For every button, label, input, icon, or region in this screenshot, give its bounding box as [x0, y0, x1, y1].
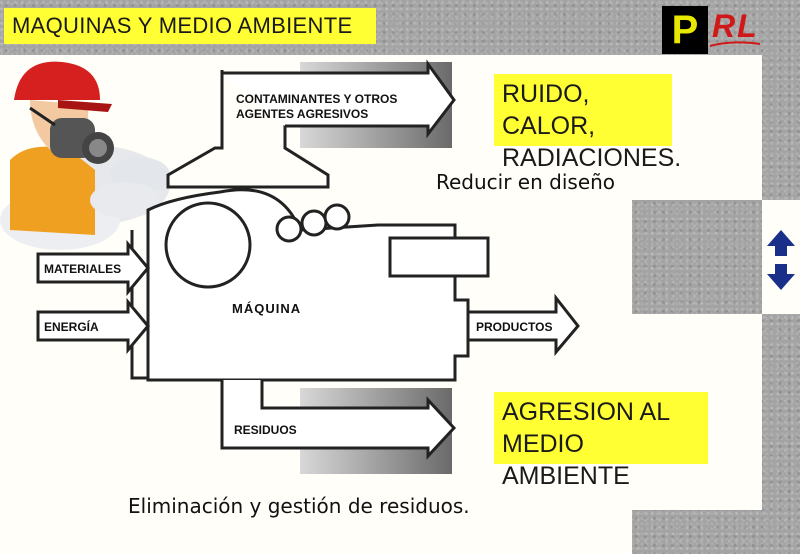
contaminantes-label-line1: CONTAMINANTES Y OTROS: [236, 92, 397, 106]
ruido-calor-callout: RUIDO, CALOR, RADIACIONES.: [494, 74, 681, 172]
contaminantes-label-line2: AGENTES AGRESIVOS: [236, 107, 368, 121]
reducir-en-diseno-note: Reducir en diseño: [436, 170, 616, 194]
logo-p-letter: P: [662, 6, 708, 54]
agresion-callout-line2: MEDIO AMBIENTE: [502, 430, 630, 490]
energia-label: ENERGÍA: [44, 319, 99, 334]
residuos-label: RESIDUOS: [234, 423, 297, 437]
machine-body: [130, 188, 490, 382]
contaminants-exhaust: [166, 59, 456, 189]
materiales-label: MATERIALES: [44, 262, 121, 276]
ruido-callout-line2: RADIACIONES.: [502, 144, 682, 172]
up-down-nav-icon[interactable]: [764, 228, 798, 292]
ruido-callout-line1: RUIDO, CALOR,: [502, 80, 596, 140]
productos-label: PRODUCTOS: [476, 320, 552, 334]
eliminacion-residuos-note: Eliminación y gestión de residuos.: [128, 494, 470, 518]
slide-title: MAQUINAS Y MEDIO AMBIENTE: [4, 8, 376, 44]
materiales-arrow: [36, 239, 150, 297]
energia-arrow: [36, 297, 150, 355]
agresion-callout-line1: AGRESION AL: [502, 398, 671, 426]
residuos-outlet: [220, 380, 457, 474]
agresion-callout: AGRESION AL MEDIO AMBIENTE: [494, 392, 708, 490]
maquina-label: MÁQUINA: [232, 301, 301, 316]
worker-with-respirator-icon: [0, 61, 170, 250]
logo-rl-letters: RL: [712, 8, 759, 44]
prl-logo: P RL: [662, 6, 762, 54]
productos-arrow: [466, 293, 580, 357]
